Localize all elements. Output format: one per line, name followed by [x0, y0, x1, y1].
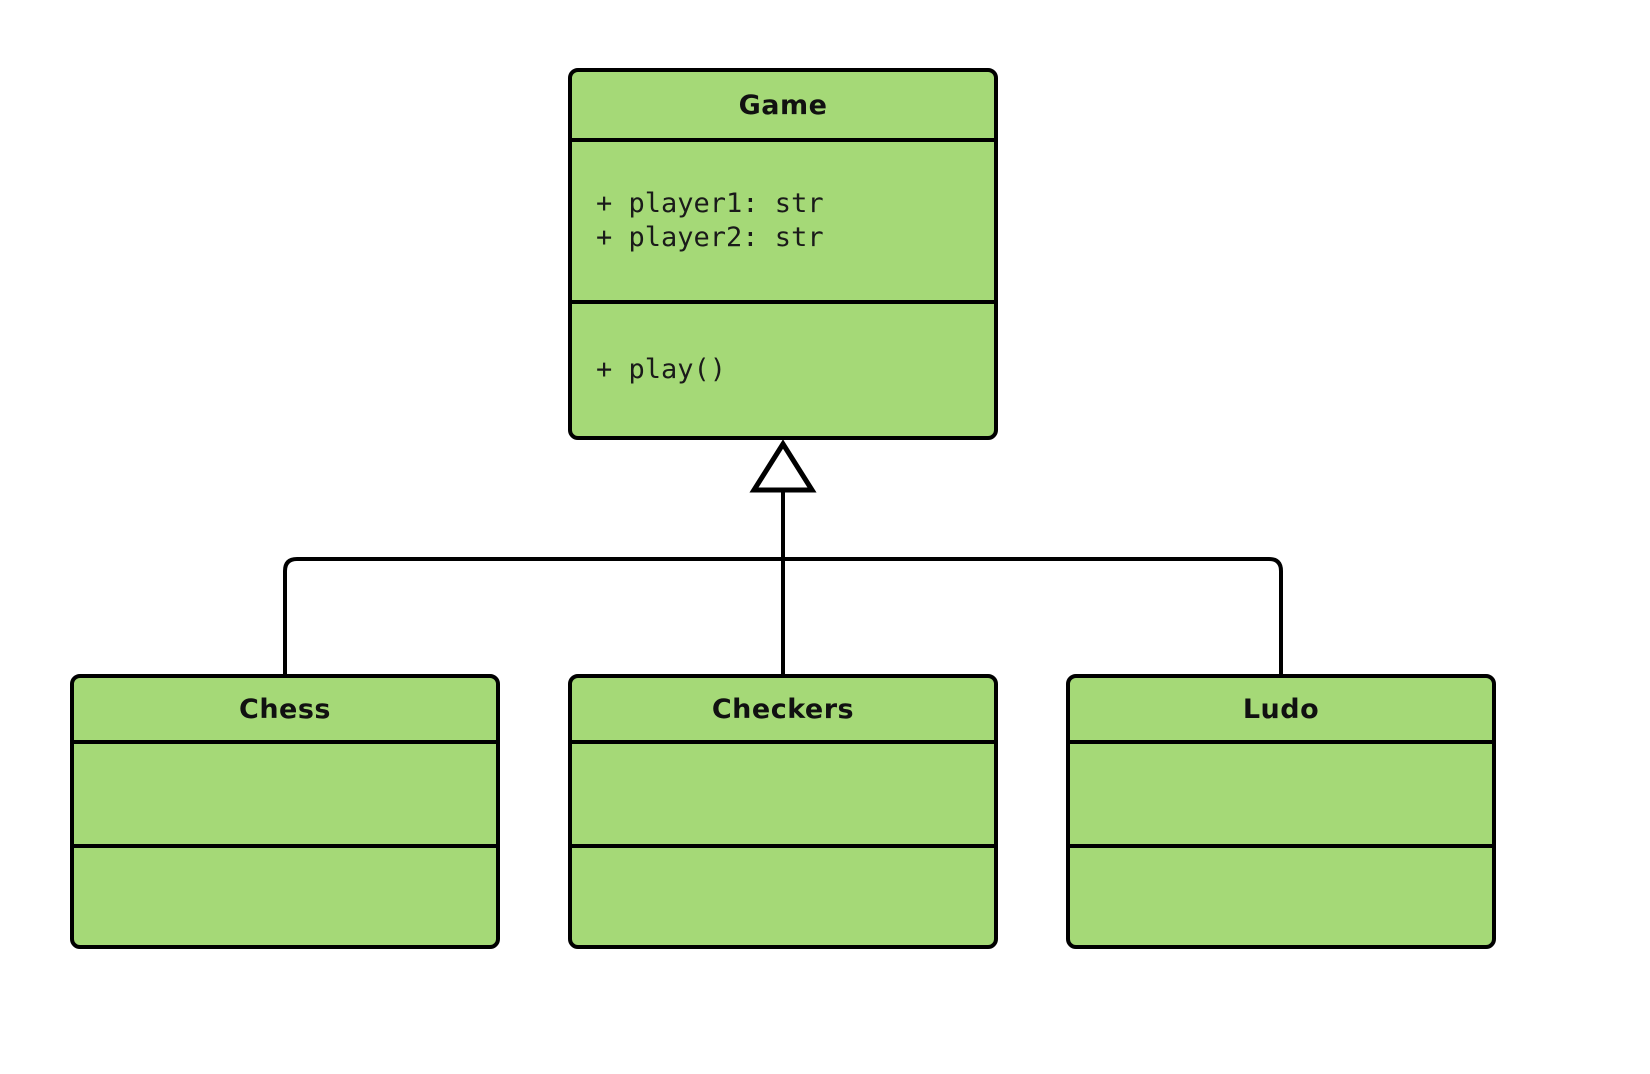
class-name-chess: Chess [239, 693, 331, 725]
methods-compartment-checkers [572, 844, 994, 945]
connector-bus [283, 557, 1283, 674]
attributes-compartment-ludo [1070, 740, 1492, 844]
attribute-item: + player2: str [596, 222, 824, 253]
generalization-triangle-icon [749, 439, 817, 493]
methods-compartment-chess [74, 844, 496, 945]
methods-compartment-ludo [1070, 844, 1492, 945]
class-name-ludo: Ludo [1242, 693, 1320, 725]
attribute-item: + player1: str [596, 188, 824, 219]
class-box-checkers[interactable]: Checkers [568, 674, 998, 949]
method-item: + play() [596, 354, 727, 385]
attributes-compartment-chess [74, 740, 496, 844]
class-name-checkers: Checkers [711, 693, 855, 725]
methods-compartment-game: + play() [572, 300, 994, 436]
attributes-compartment-checkers [572, 740, 994, 844]
attributes-compartment-game: + player1: str + player2: str [572, 138, 994, 300]
class-box-game[interactable]: Game + player1: str + player2: str + pla… [568, 68, 998, 440]
class-box-ludo[interactable]: Ludo [1066, 674, 1496, 949]
class-box-chess[interactable]: Chess [70, 674, 500, 949]
class-name-game: Game [738, 89, 828, 121]
